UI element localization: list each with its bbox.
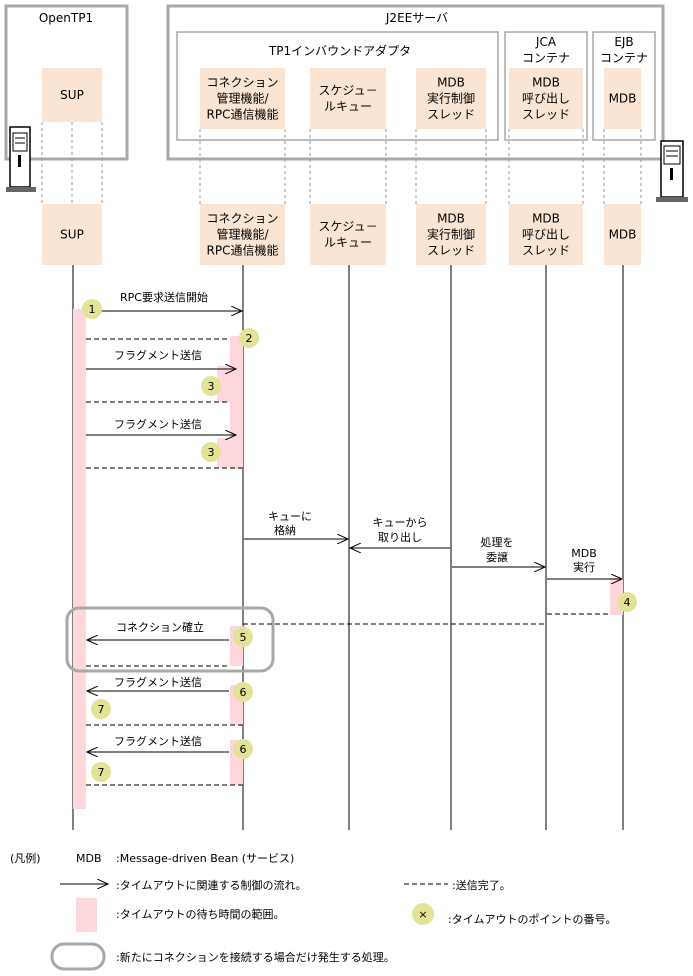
timeout-point-label-1: 1 — [89, 303, 96, 316]
wait-ranges — [73, 309, 623, 809]
server-icon-left — [6, 126, 36, 192]
bottom-label-mdbcall-1: 呼び出し — [522, 228, 570, 242]
top-label-queue-0: スケジュ－ — [318, 84, 377, 98]
msg-queue-take-1: キューから — [373, 516, 428, 529]
timeout-point-7 — [233, 682, 253, 702]
timeout-point-8 — [91, 699, 111, 719]
bottom-label-sup-0: SUP — [60, 228, 84, 242]
bottom-label-mdb-0: MDB — [609, 228, 637, 242]
timeout-point-label-8: 7 — [98, 703, 105, 716]
top-box-mdbctl — [416, 68, 486, 129]
timeout-point-6 — [233, 627, 253, 647]
bottom-label-mdbctl-1: 実行制御 — [427, 227, 475, 242]
msg-mdb-exec-2: 実行 — [573, 560, 595, 574]
jca-label-2: コンテナ — [522, 51, 570, 65]
top-label-conn-0: コネクション — [206, 76, 278, 90]
bottom-label-mdbcall-0: MDB — [532, 212, 560, 226]
bottom-box-mdb — [604, 204, 641, 265]
top-box-mdb — [604, 68, 641, 129]
legend-mdb-desc: :Message-driven Bean (サービス) — [116, 852, 294, 865]
msg-queue-store-1: キューに — [268, 510, 312, 523]
timeout-point-label-6: 5 — [240, 631, 247, 644]
bottom-label-queue-1: ルキュー — [324, 236, 372, 250]
opentp1-label: OpenTP1 — [39, 11, 93, 25]
timeout-point-label-10: 7 — [98, 766, 105, 779]
top-label-mdbcall-1: 呼び出し — [522, 92, 570, 106]
top-label-conn-1: 管理機能/ — [216, 91, 269, 106]
top-label-mdbcall-0: MDB — [532, 76, 560, 90]
legend: (凡例) MDB :Message-driven Bean (サービス) :タイ… — [10, 851, 617, 971]
msg-delegate-2: 委譲 — [486, 550, 508, 564]
bottom-label-queue-0: スケジュ－ — [318, 220, 377, 234]
bottom-box-conn — [200, 204, 285, 265]
legend-mdb-abbr: MDB — [76, 852, 102, 865]
msg-queue-store-2: 格納 — [274, 523, 296, 537]
bottom-label-conn-2: RPC通信機能 — [207, 243, 279, 258]
timeout-point-10 — [91, 762, 111, 782]
timeout-point-label-4: 3 — [208, 446, 215, 459]
timeout-point-2 — [239, 328, 259, 348]
legend-rounded-desc: :新たにコネクションを接続する場合だけ発生する処理。 — [116, 950, 395, 964]
new-connection-highlight — [65, 606, 275, 673]
top-label-conn-2: RPC通信機能 — [207, 107, 279, 122]
timeout-point-label-7: 6 — [240, 686, 247, 699]
ejb-label-1: EJB — [614, 35, 633, 49]
timeout-point-label-2: 2 — [246, 332, 253, 345]
bottom-box-mdbcall — [509, 204, 583, 265]
top-box-queue — [310, 68, 386, 129]
server-icon-right — [656, 140, 688, 202]
top-label-mdbcall-2: スレッド — [522, 108, 570, 122]
top-label-mdb-0: MDB — [609, 92, 637, 106]
legend-pink-desc: :タイムアウトの待ち時間の範囲。 — [116, 907, 285, 921]
bottom-label-mdbctl-2: スレッド — [427, 244, 475, 258]
timeout-point-4 — [201, 442, 221, 462]
jca-label-1: JCA — [535, 35, 557, 49]
top-label-mdbctl-2: スレッド — [427, 108, 475, 122]
top-box-conn — [200, 68, 285, 129]
bottom-label-conn-0: コネクション — [206, 212, 278, 226]
top-label-mdbctl-0: MDB — [437, 76, 465, 90]
adapter-frame — [176, 31, 499, 141]
legend-point-desc: :タイムアウトのポイントの番号。 — [448, 913, 617, 926]
bottom-label-mdbctl-0: MDB — [437, 212, 465, 226]
legend-heading: (凡例) — [10, 851, 41, 865]
legend-arrow-desc: :タイムアウトに関連する制御の流れ。 — [116, 878, 307, 892]
top-box-mdbcall — [509, 68, 583, 129]
msg-delegate-1: 処理を — [481, 536, 514, 549]
jca-frame — [504, 31, 588, 141]
timeout-point-3 — [201, 376, 221, 396]
bottom-box-sup — [42, 204, 102, 265]
timeout-point-1 — [82, 299, 102, 319]
bottom-label-conn-1: 管理機能/ — [216, 227, 269, 242]
bottom-box-queue — [310, 204, 386, 265]
timeout-point-label-5: 4 — [624, 596, 631, 609]
msg-fragment-3: フラグメント送信 — [114, 675, 202, 689]
j2ee-label: J2EEサーバ — [385, 11, 448, 25]
msg-conn-establish: コネクション確立 — [116, 620, 204, 634]
top-label-mdbctl-1: 実行制御 — [427, 91, 475, 106]
timeout-point-9 — [233, 739, 253, 759]
legend-point-symbol: × — [418, 908, 427, 921]
msg-fragment-2: フラグメント送信 — [114, 417, 202, 431]
msg-fragment-1: フラグメント送信 — [114, 348, 202, 362]
msg-queue-take-2: 取り出し — [378, 530, 422, 544]
bottom-box-mdbctl — [416, 204, 486, 265]
ejb-label-2: コンテナ — [600, 51, 648, 65]
msg-fragment-4: フラグメント送信 — [114, 734, 202, 748]
timeout-point-5 — [617, 592, 637, 612]
ejb-frame — [592, 31, 656, 141]
top-label-sup-0: SUP — [60, 88, 84, 102]
timeout-point-label-3: 3 — [208, 380, 215, 393]
top-label-queue-1: ルキュー — [324, 100, 372, 114]
timeout-point-label-9: 6 — [240, 743, 247, 756]
adapter-label: TP1インバウンドアダプタ — [268, 43, 411, 58]
msg-rpc-start: RPC要求送信開始 — [120, 290, 208, 304]
bottom-label-mdbcall-2: スレッド — [522, 244, 570, 258]
opentp1-frame — [4, 4, 129, 161]
msg-mdb-exec-1: MDB — [571, 547, 597, 560]
top-box-sup — [42, 68, 102, 122]
legend-dashed-desc: :送信完了。 — [452, 878, 511, 892]
